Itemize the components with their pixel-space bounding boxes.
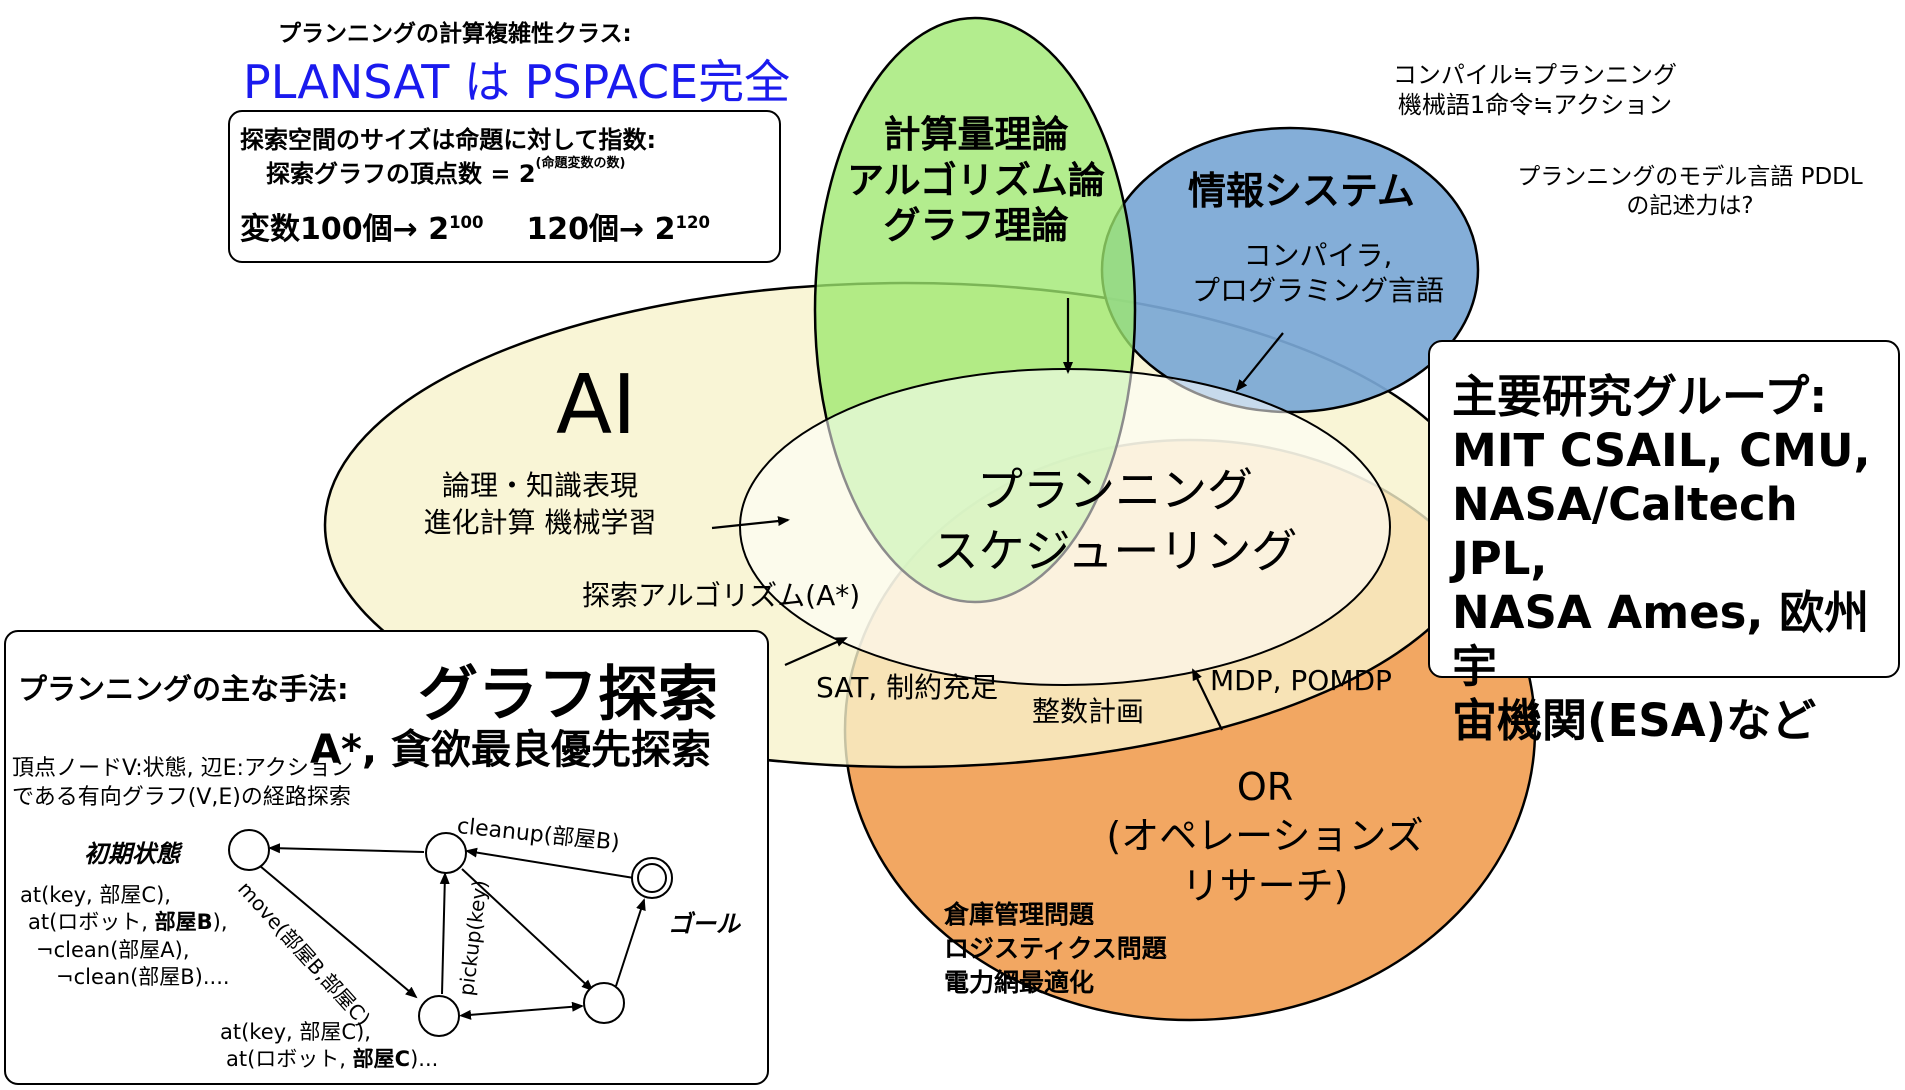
or-app2: ロジスティクス問題 bbox=[944, 933, 1167, 963]
ai-subfields: 論理・知識表現 進化計算 機械学習 bbox=[390, 468, 690, 542]
edge-s4-s5 bbox=[459, 1001, 584, 1020]
node-s4 bbox=[418, 995, 460, 1037]
complexity-box-line2: 探索グラフの頂点数 = 2(命題変数の数) bbox=[266, 154, 625, 189]
complexity-box-line3a-sup: 100 bbox=[449, 213, 484, 232]
info-sub2: プログラミング言語 bbox=[1191, 274, 1444, 307]
edge-s4-to-s2 bbox=[439, 872, 450, 995]
arrow-ai-to-planning bbox=[711, 516, 790, 530]
node-s5 bbox=[583, 982, 625, 1024]
arrow-info-to-planning bbox=[1235, 332, 1284, 392]
edge-initial-to-s4 bbox=[259, 865, 418, 999]
info-title: 情報システム bbox=[1188, 169, 1415, 213]
methods-desc1: 頂点ノードV:状態, 辺E:アクション bbox=[12, 756, 353, 781]
complexity-heading: プランニングの計算複雑性クラス: bbox=[278, 21, 632, 47]
goal-label: ゴール bbox=[668, 910, 740, 938]
planning-line1: プランニング bbox=[977, 463, 1253, 517]
complexity-box-line2-sup: (命題変数の数) bbox=[535, 156, 626, 171]
or-line3: リサーチ) bbox=[1181, 863, 1349, 908]
complexity-box-line3b: 120個→ 2 bbox=[526, 212, 676, 247]
state1-line2a: at(ロボット, bbox=[28, 910, 155, 935]
state1-line2: at(ロボット, 部屋B), bbox=[20, 909, 230, 936]
or-applications: 倉庫管理問題 ロジスティクス問題 電力網最適化 bbox=[944, 898, 1167, 999]
info-note1: コンパイル≒プランニング bbox=[1392, 61, 1678, 89]
ai-line3: 探索アルゴリズム(A*) bbox=[582, 579, 861, 612]
methods-box: プランニングの主な手法: グラフ探索 A*, 貪欲最良優先探索 頂点ノードV:状… bbox=[4, 630, 769, 1085]
complexity-box-line3b-sup: 120 bbox=[675, 213, 710, 232]
state-graph bbox=[228, 829, 673, 1037]
complexity-box-line3a: 変数100個→ 2 bbox=[240, 212, 450, 247]
groups-line2: MIT CSAIL, CMU, bbox=[1452, 424, 1871, 477]
arrow-sat-to-planning bbox=[784, 636, 848, 667]
state2-line2b: 部屋C bbox=[352, 1047, 411, 1072]
edge-s2-to-s5 bbox=[461, 868, 594, 992]
complexity-headline: PLANSAT は PSPACE完全 bbox=[243, 55, 791, 109]
theory-labels: 計算量理論 アルゴリズム論 グラフ理論 bbox=[826, 112, 1126, 249]
complexity-box-line1: 探索空間のサイズは命題に対して指数: bbox=[240, 126, 657, 154]
state1-line1: at(key, 部屋C), bbox=[20, 883, 171, 907]
state1-line4: ¬clean(部屋B).... bbox=[56, 964, 230, 989]
groups-line4: NASA Ames, 欧州宇 bbox=[1452, 586, 1870, 693]
research-groups-box: 主要研究グループ: MIT CSAIL, CMU, NASA/Caltech J… bbox=[1428, 340, 1900, 747]
methods-heading: プランニングの主な手法: bbox=[18, 672, 349, 706]
info-note4: の記述力は? bbox=[1626, 192, 1754, 219]
state2-line2a: at(ロボット, bbox=[226, 1047, 353, 1072]
info-notes-pddl: プランニングのモデル言語 PDDL の記述力は? bbox=[1480, 163, 1900, 221]
or-line1: OR bbox=[1236, 765, 1294, 809]
state2-line2c: )... bbox=[410, 1047, 439, 1072]
integer-label: 整数計画 bbox=[1032, 695, 1145, 728]
groups-line1: 主要研究グループ: bbox=[1452, 370, 1828, 423]
info-note2: 機械語1命令≒アクション bbox=[1397, 91, 1673, 119]
node-s2 bbox=[425, 832, 467, 874]
planning-labels: プランニング スケジューリング bbox=[890, 460, 1340, 582]
info-note3: プランニングのモデル言語 PDDL bbox=[1517, 164, 1863, 190]
methods-desc: 頂点ノードV:状態, 辺E:アクション である有向グラフ(V,E)の経路探索 bbox=[12, 755, 353, 812]
initial-state-label: 初期状態 bbox=[84, 840, 180, 868]
theory-line3: グラフ理論 bbox=[883, 204, 1069, 247]
sat-label: SAT, 制約充足 bbox=[816, 671, 999, 704]
methods-big: グラフ探索 bbox=[418, 660, 718, 730]
state2-line1: at(key, 部屋C), bbox=[220, 1020, 371, 1044]
methods-desc2: である有向グラフ(V,E)の経路探索 bbox=[12, 784, 351, 810]
or-app1: 倉庫管理問題 bbox=[944, 900, 1095, 929]
info-sub1: コンパイラ, bbox=[1243, 239, 1393, 272]
mdp-label: MDP, POMDP bbox=[1210, 664, 1392, 697]
theory-line1: 計算量理論 bbox=[883, 113, 1069, 156]
ai-line1: 論理・知識表現 bbox=[441, 469, 638, 502]
complexity-box-line3: 変数100個→ 2100 120個→ 2120 bbox=[240, 204, 710, 248]
ai-line2: 進化計算 機械学習 bbox=[423, 505, 657, 539]
state1-line2b: 部屋B bbox=[154, 910, 213, 935]
edge-s2-to-initial bbox=[268, 843, 425, 854]
edge-s5-to-goal bbox=[615, 898, 646, 987]
or-labels: OR (オペレーションズ リサーチ) bbox=[1050, 763, 1480, 911]
theory-line2: アルゴリズム論 bbox=[847, 158, 1105, 202]
groups-line5: 宙機関(ESA)など bbox=[1452, 694, 1817, 747]
edge-goal-to-s2 bbox=[465, 847, 635, 879]
groups-line3: NASA/Caltech JPL, bbox=[1452, 478, 1798, 585]
node-goal-inner bbox=[637, 863, 667, 893]
methods-sub: A*, 貪欲最良優先探索 bbox=[310, 727, 711, 773]
node-initial bbox=[228, 829, 270, 871]
info-sub: コンパイラ, プログラミング言語 bbox=[1168, 238, 1468, 308]
state1-text: at(key, 部屋C), at(ロボット, 部屋B), ¬clean(部屋A)… bbox=[20, 882, 230, 991]
planning-line2: スケジューリング bbox=[932, 524, 1298, 579]
complexity-box: 探索空間のサイズは命題に対して指数: 探索グラフの頂点数 = 2(命題変数の数)… bbox=[228, 110, 781, 263]
complexity-box-line2-text: 探索グラフの頂点数 = 2 bbox=[266, 160, 536, 188]
state2-line2: at(ロボット, 部屋C)... bbox=[220, 1046, 438, 1073]
or-app3: 電力網最適化 bbox=[944, 967, 1095, 997]
state1-line3: ¬clean(部屋A), bbox=[36, 937, 190, 962]
arrow-mdp-to-planning bbox=[1192, 668, 1223, 731]
or-line2: (オペレーションズ bbox=[1106, 814, 1424, 859]
state1-line2c: ), bbox=[212, 910, 228, 935]
ai-title: AI bbox=[556, 358, 637, 453]
state2-text: at(key, 部屋C), at(ロボット, 部屋C)... bbox=[220, 1019, 438, 1074]
info-notes-top: コンパイル≒プランニング 機械語1命令≒アクション bbox=[1370, 60, 1700, 120]
